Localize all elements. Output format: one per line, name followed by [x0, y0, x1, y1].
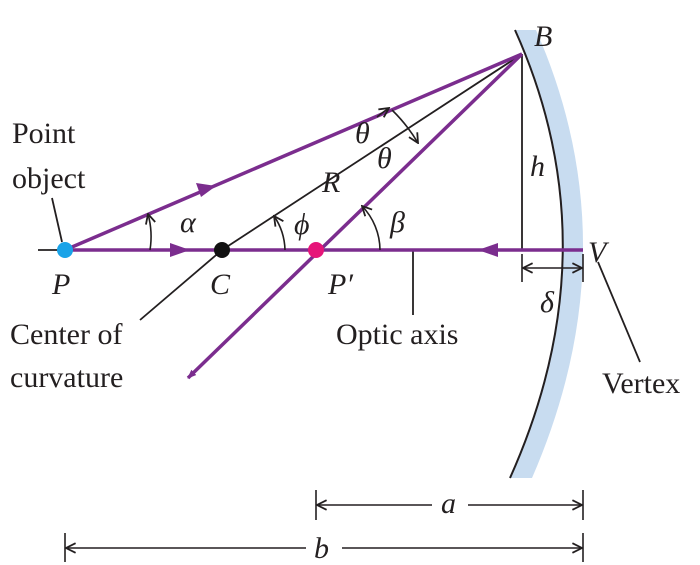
point-object-leader	[51, 197, 63, 243]
label-phi: ϕ	[294, 208, 310, 241]
label-theta-bottom: θ	[377, 142, 392, 175]
label-c: C	[210, 268, 231, 301]
center-of-curvature-line1: Center of	[10, 318, 122, 351]
ray-arrow-incident-axis	[170, 243, 190, 257]
vertex-label: Vertex	[602, 367, 680, 400]
beta-arc	[362, 206, 381, 251]
ray-arrow-incident-upper	[196, 183, 216, 197]
dim-b-label: b	[314, 532, 329, 565]
point-p-prime	[308, 242, 324, 258]
point-object-label-line2: object	[12, 162, 86, 195]
radius-line	[221, 53, 523, 251]
label-delta: δ	[540, 286, 555, 319]
alpha-arc	[148, 214, 151, 251]
dim-a-label: a	[441, 487, 456, 520]
label-p: P	[51, 268, 70, 301]
point-c	[214, 242, 230, 258]
point-object-label-line1: Point	[12, 117, 76, 150]
vertex-leader	[597, 261, 641, 363]
center-of-curvature-line2: curvature	[10, 361, 123, 394]
point-p	[57, 242, 73, 258]
label-beta: β	[389, 206, 405, 239]
theta-arc-lower	[391, 109, 418, 143]
phi-arc	[274, 216, 286, 251]
label-alpha: α	[180, 206, 197, 239]
label-h: h	[530, 150, 545, 183]
mirror	[510, 30, 584, 478]
label-p-prime: P′	[327, 268, 353, 301]
label-r: R	[321, 166, 340, 199]
label-v: V	[588, 236, 610, 269]
center-leader	[139, 249, 223, 321]
label-theta-top: θ	[355, 117, 370, 150]
incident-ray-to-b	[64, 52, 523, 252]
theta-arc-upper	[376, 108, 389, 117]
reflected-ray-through-p-prime	[186, 52, 524, 380]
label-b: B	[534, 20, 552, 53]
ray-arrow-reflected-axis	[478, 243, 498, 257]
optic-axis-label: Optic axis	[336, 318, 458, 351]
